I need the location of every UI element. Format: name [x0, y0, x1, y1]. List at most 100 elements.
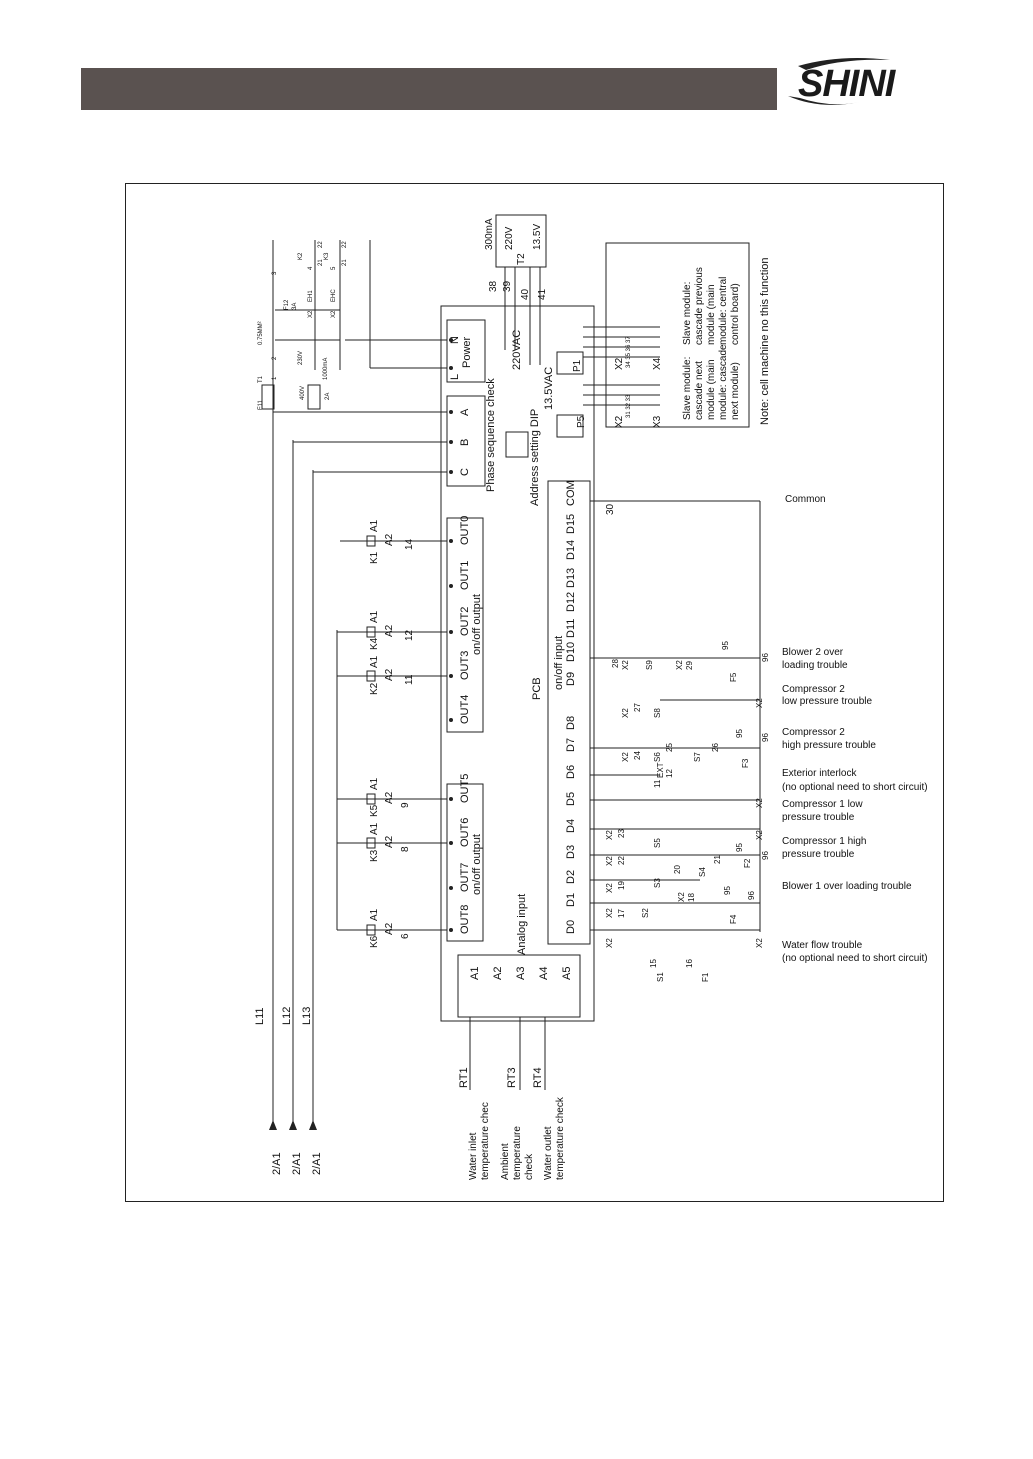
- sw-s3: S3: [653, 878, 662, 888]
- t1-2a: 2A: [325, 393, 331, 400]
- ref-l11: 2/A1: [271, 1152, 283, 1175]
- relay-k4-wire: 12: [404, 629, 415, 641]
- rt1-label-1: Water inlet: [468, 1132, 479, 1180]
- t1-n3: 3: [272, 271, 278, 275]
- rt1-label-2: temperature chec: [480, 1102, 491, 1180]
- slave-p1: P1: [572, 359, 583, 372]
- sw-s2: S2: [641, 908, 650, 918]
- trouble-5: high pressure trouble: [782, 740, 876, 751]
- out7-label: OUT7: [459, 863, 471, 892]
- sw-f2-96: 96: [761, 851, 770, 860]
- sw-x2-d0: X2: [605, 938, 614, 948]
- sw-f5: F5: [729, 672, 738, 682]
- t1-230v: 230V: [298, 351, 304, 365]
- relay-k4-a2: A2: [384, 624, 395, 637]
- t1-3a: 3A: [292, 303, 298, 310]
- trouble-12: Blower 1 over loading trouble: [782, 881, 912, 892]
- sw-ext-11: 11: [653, 779, 662, 788]
- t1-ehc: EHC: [331, 289, 337, 302]
- phase-b: B: [459, 439, 471, 446]
- slave-text1-0: Slave module:: [682, 357, 693, 420]
- sw-f2-95: 95: [735, 843, 744, 852]
- sw-f4: F4: [729, 914, 738, 924]
- t1-n2: 2: [272, 356, 278, 360]
- sw-f5-95: 95: [721, 641, 730, 650]
- sw-x2-d8: X2: [621, 708, 630, 718]
- relay-k1-a1: A1: [369, 519, 380, 532]
- relay-k6-a2: A2: [384, 922, 395, 935]
- sw-x2-r1: X2: [755, 698, 764, 708]
- rt4-label-1: Water outlet: [543, 1126, 554, 1180]
- input-d1: D1: [565, 893, 577, 907]
- trouble-13: Water flow trouble: [782, 940, 863, 951]
- out0-label: OUT0: [459, 516, 471, 545]
- t2-name: T2: [516, 253, 527, 265]
- slave-text2-1: cascade previous: [694, 267, 705, 345]
- slave-p5: P5: [576, 415, 587, 428]
- slave-x4: X4: [652, 357, 663, 370]
- analog-input-label: Analog input: [516, 894, 528, 955]
- relay-k6-name: K6: [369, 935, 380, 948]
- trouble-7: (no optional need to short circuit): [782, 782, 928, 793]
- input-com: COM: [565, 480, 577, 506]
- relay-k1-wire: 14: [404, 538, 415, 550]
- t2-220v: 220V: [504, 226, 515, 250]
- sw-f4-96: 96: [747, 891, 756, 900]
- sw-f3-95: 95: [735, 729, 744, 738]
- t1-ma: 1000mA: [323, 358, 329, 380]
- relay-k2-a1: A1: [369, 655, 380, 668]
- relay-k3-name: K3: [369, 849, 380, 862]
- input-d4: D4: [565, 819, 577, 833]
- trouble-4: Compressor 2: [782, 727, 845, 738]
- wire-com-30: 30: [605, 503, 616, 515]
- sw-w21: 21: [713, 855, 722, 864]
- input-d0: D0: [565, 920, 577, 934]
- sw-w18: 18: [687, 893, 696, 902]
- slave-text1-2: module (main: [706, 359, 717, 420]
- sw-f4-95: 95: [723, 886, 732, 895]
- ref-l12: 2/A1: [291, 1152, 303, 1175]
- out2-label: OUT2: [459, 607, 471, 636]
- t2-w39: 39: [502, 280, 513, 292]
- sw-w27: 27: [633, 703, 642, 712]
- sw-s9: S9: [645, 660, 654, 670]
- sw-f2: F2: [743, 858, 752, 868]
- phase-a: A: [459, 408, 471, 416]
- relay-k4-name: K4: [369, 637, 380, 650]
- input-d10: D10: [565, 642, 577, 662]
- t1-k3: K3: [324, 252, 330, 260]
- relay-k5-a1: A1: [369, 777, 380, 790]
- relay-k3-a2: A2: [384, 835, 395, 848]
- slave-pins-x4: 34 35 36 37: [626, 336, 632, 368]
- sw-x2-d4: X2: [605, 830, 614, 840]
- trouble-14: (no optional need to short circuit): [782, 953, 928, 964]
- slave-text1-1: cascade next: [694, 361, 705, 420]
- relay-k3-a1: A1: [369, 822, 380, 835]
- analog-a2: A2: [492, 967, 504, 980]
- t1-n21b: 21: [342, 259, 348, 266]
- t2-w38: 38: [488, 280, 499, 292]
- address-dip-label: Address setting DIP: [529, 409, 541, 506]
- sw-x2-r4: X2: [755, 938, 764, 948]
- sw-ext: EXT: [656, 762, 665, 778]
- on-off-output-label-2: on/off output: [471, 834, 483, 895]
- t2-w40: 40: [520, 288, 531, 300]
- sw-s8: S8: [653, 708, 662, 718]
- power-title: Power: [461, 336, 473, 368]
- sw-w28: 28: [611, 659, 620, 668]
- analog-a1: A1: [469, 967, 481, 980]
- t1-n4: 4: [308, 266, 314, 270]
- trouble-6: Exterior interlock: [782, 768, 857, 779]
- t1-wire: 0.75MM²: [258, 321, 264, 345]
- input-d11: D11: [565, 619, 577, 638]
- sw-f5-96: 96: [761, 653, 770, 662]
- slave-text2-2: module (main: [706, 284, 717, 345]
- t1-n5: 5: [331, 266, 337, 270]
- t1-f12: F12: [284, 299, 290, 310]
- sw-x2-d9: X2: [621, 660, 630, 670]
- pcb-title: PCB: [531, 677, 543, 700]
- slave-pins-x3: 31 32 33: [626, 394, 632, 418]
- relay-k5-name: K5: [369, 804, 380, 817]
- rt3-label-2: temperature: [512, 1126, 523, 1180]
